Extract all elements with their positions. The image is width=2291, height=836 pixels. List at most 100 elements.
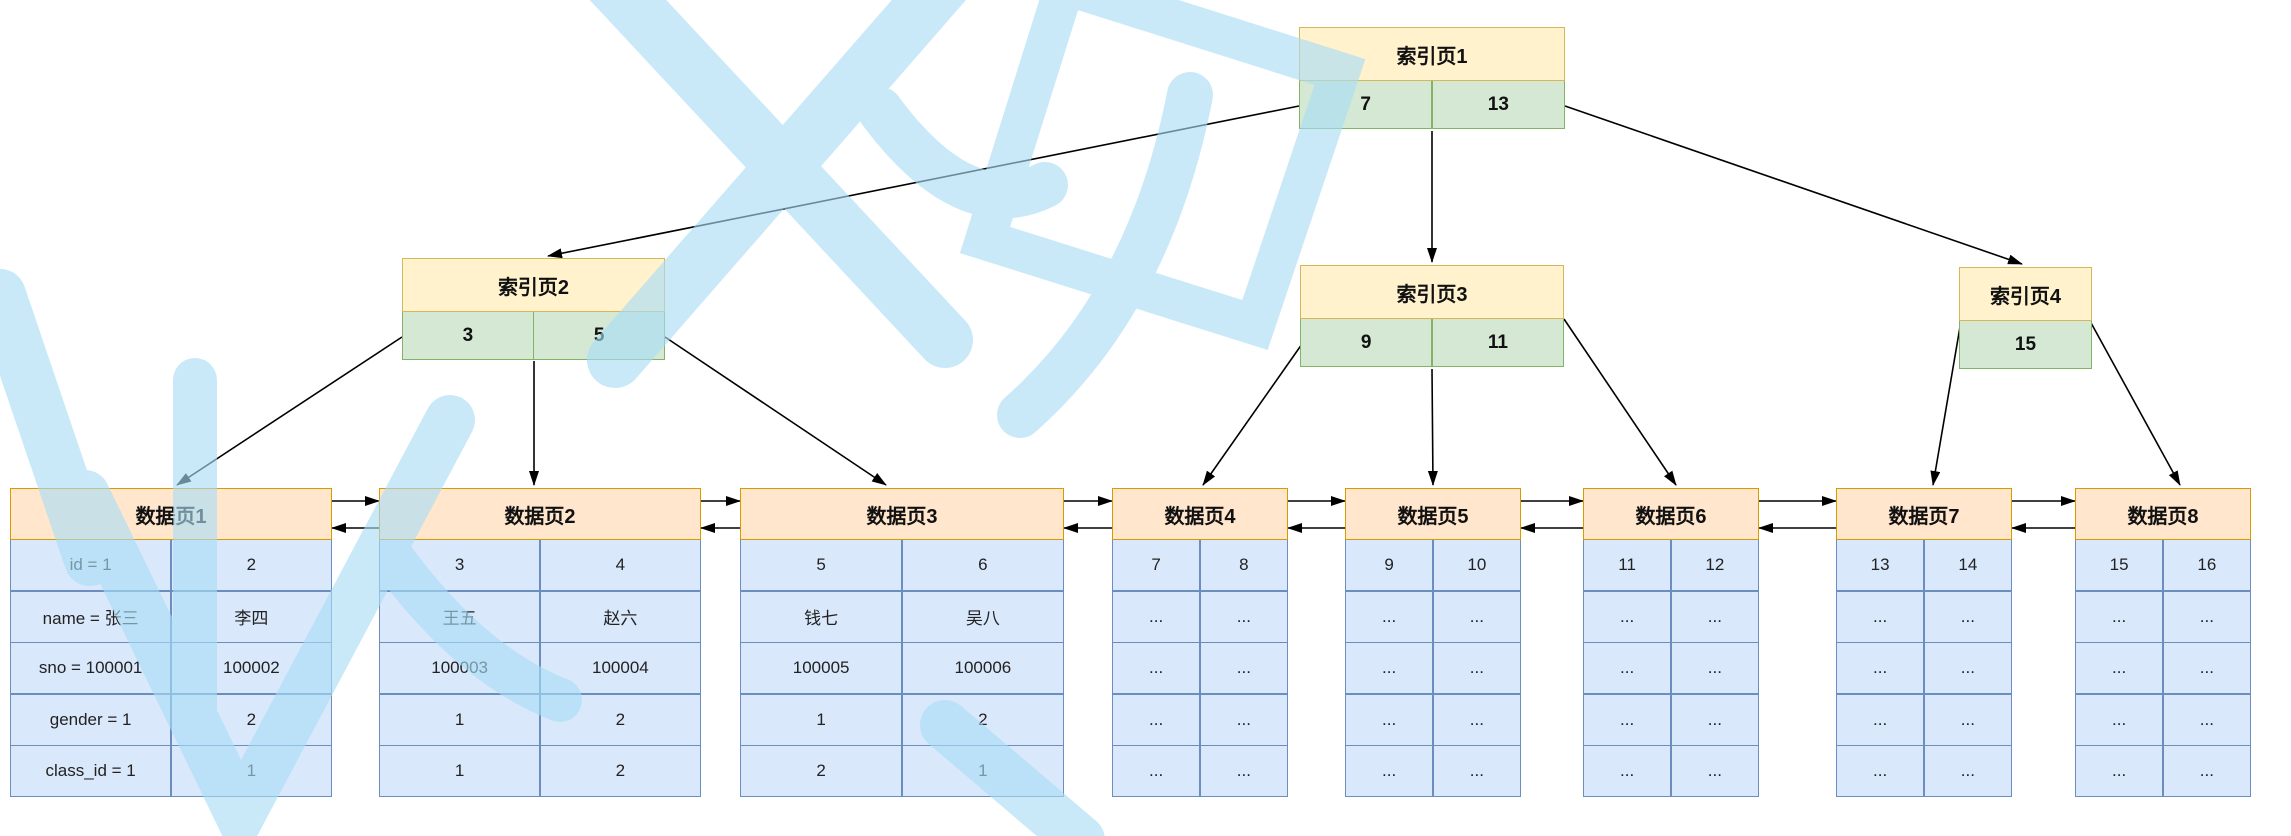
data-cell: ... (1837, 694, 1924, 745)
data-cell: 2 (902, 694, 1063, 745)
data-cell: ... (1837, 746, 1924, 796)
data-cell: 13 (1837, 540, 1924, 590)
data-cell: 李四 (171, 591, 331, 642)
data-page-title: 数据页1 (10, 488, 332, 540)
data-page-title: 数据页6 (1583, 488, 1759, 540)
data-cell: 14 (1924, 540, 2011, 590)
data-cell: 100003 (380, 643, 540, 693)
data-cell: 2 (540, 746, 700, 796)
data-cell: ... (1200, 591, 1287, 642)
tree-edge (2089, 320, 2181, 486)
data-cell: 5 (741, 540, 902, 590)
data-cell: ... (2163, 694, 2250, 745)
index-key-cell: 13 (1432, 81, 1564, 128)
data-cell: ... (1113, 591, 1200, 642)
data-cell: ... (1837, 591, 1924, 642)
tree-edge (1563, 318, 1677, 486)
data-cell: 赵六 (540, 591, 700, 642)
data-cell: ... (1113, 746, 1200, 796)
index-key-cell: 3 (403, 312, 533, 359)
data-cell: 100004 (540, 643, 700, 693)
data-cell: ... (1584, 643, 1671, 693)
data-cell: ... (1346, 591, 1433, 642)
data-cell: 钱七 (741, 591, 902, 642)
data-cell: 2 (171, 540, 331, 590)
data-cell: 7 (1113, 540, 1200, 590)
data-cell: ... (1200, 694, 1287, 745)
tree-edge (1564, 105, 2023, 265)
data-cell: 2 (171, 694, 331, 745)
tree-edge (547, 105, 1300, 259)
data-cell: 2 (741, 746, 902, 796)
tree-edge (664, 336, 887, 486)
data-cell: ... (1924, 694, 2011, 745)
data-page-title: 数据页2 (379, 488, 701, 540)
data-cell: 100006 (902, 643, 1063, 693)
data-cell: class_id = 1 (11, 746, 171, 796)
data-cell: 100002 (171, 643, 331, 693)
data-page-title: 数据页5 (1345, 488, 1521, 540)
data-cell: ... (1924, 591, 2011, 642)
data-cell: ... (1346, 746, 1433, 796)
index-page-title: 索引页1 (1299, 27, 1565, 81)
data-cell: ... (2076, 643, 2163, 693)
data-cell: 12 (1671, 540, 1758, 590)
index-page-title: 索引页4 (1959, 267, 2092, 321)
data-cell: ... (1584, 591, 1671, 642)
index-page-title: 索引页2 (402, 258, 665, 312)
data-cell: 10 (1433, 540, 1520, 590)
data-cell: 1 (380, 746, 540, 796)
data-cell: 2 (540, 694, 700, 745)
data-cell: ... (1837, 643, 1924, 693)
data-cell: 1 (171, 746, 331, 796)
data-cell: ... (1200, 746, 1287, 796)
data-cell: 9 (1346, 540, 1433, 590)
data-cell: 1 (902, 746, 1063, 796)
data-cell: ... (1113, 643, 1200, 693)
index-page-title: 索引页3 (1300, 265, 1564, 319)
data-cell: ... (1200, 643, 1287, 693)
data-cell: ... (1671, 694, 1758, 745)
data-cell: ... (2076, 694, 2163, 745)
data-cell: 11 (1584, 540, 1671, 590)
data-cell: 8 (1200, 540, 1287, 590)
data-cell: ... (1924, 746, 2011, 796)
index-key-cell: 7 (1300, 81, 1432, 128)
data-cell: 吴八 (902, 591, 1063, 642)
data-cell: ... (1113, 694, 1200, 745)
data-cell: ... (2163, 591, 2250, 642)
data-cell: 1 (380, 694, 540, 745)
data-cell: ... (1433, 694, 1520, 745)
index-key-cell: 11 (1432, 319, 1563, 366)
data-cell: ... (1433, 746, 1520, 796)
data-page-title: 数据页8 (2075, 488, 2251, 540)
data-cell: ... (2163, 746, 2250, 796)
index-key-cell: 9 (1301, 319, 1432, 366)
data-cell: ... (1346, 694, 1433, 745)
data-cell: ... (2163, 643, 2250, 693)
data-cell: 4 (540, 540, 700, 590)
data-cell: ... (1671, 746, 1758, 796)
data-cell: ... (1433, 591, 1520, 642)
index-key-cell: 5 (534, 312, 664, 359)
data-cell: gender = 1 (11, 694, 171, 745)
data-cell: sno = 100001 (11, 643, 171, 693)
index-key-row: 15 (1959, 321, 2092, 369)
